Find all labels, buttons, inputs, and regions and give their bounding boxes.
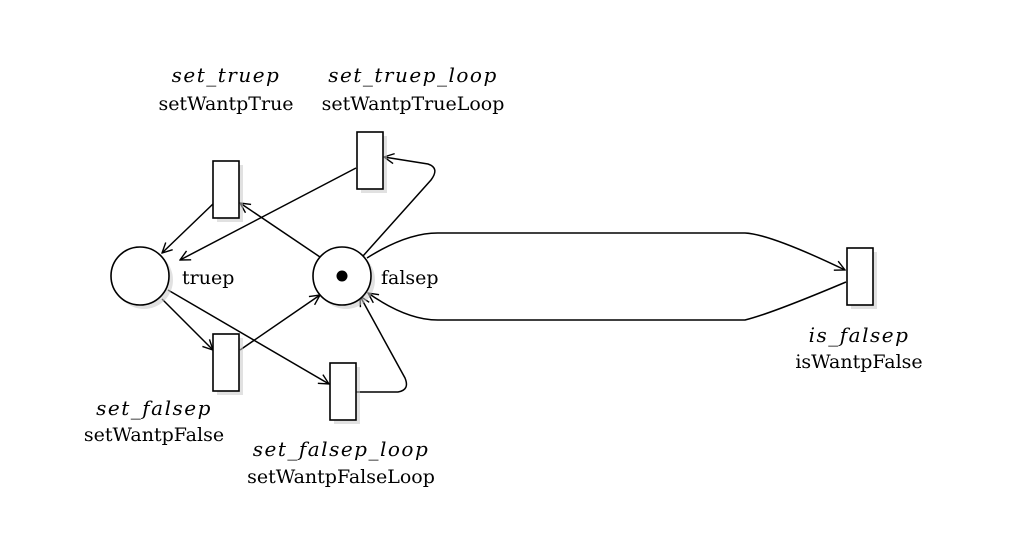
set-falsep-name: set_falsep bbox=[96, 396, 212, 420]
set-truep-loop-action: setWantpTrueLoop bbox=[322, 93, 505, 115]
arc-set-truep-loop-to-truep bbox=[180, 167, 357, 260]
is-falsep-action: isWantpFalse bbox=[795, 351, 922, 373]
transition-set-falsep-loop bbox=[329, 362, 360, 424]
place-falsep bbox=[312, 246, 375, 309]
arc-set-truep-to-truep bbox=[162, 202, 215, 253]
token-dot bbox=[336, 270, 348, 282]
place-falsep-label: falsep bbox=[381, 267, 439, 289]
set-falsep-loop-action: setWantpFalseLoop bbox=[247, 466, 435, 488]
transition-set-falsep-loop-box bbox=[329, 362, 357, 421]
transition-is-falsep bbox=[846, 247, 877, 309]
set-truep-name: set_truep bbox=[172, 63, 281, 87]
arc-set-falsep-loop-to-falsep bbox=[356, 296, 408, 393]
arc-truep-to-set-falsep-loop bbox=[167, 289, 329, 384]
transition-set-falsep-box bbox=[212, 333, 240, 392]
transition-set-truep-loop-box bbox=[356, 131, 384, 190]
transition-is-falsep-box bbox=[846, 247, 874, 306]
arc-truep-to-set-falsep bbox=[161, 298, 213, 350]
transition-set-truep-loop bbox=[356, 131, 387, 193]
transition-set-falsep bbox=[212, 333, 243, 395]
place-truep-label: truep bbox=[182, 267, 234, 289]
arc-set-falsep-to-falsep bbox=[239, 295, 320, 351]
place-truep bbox=[110, 246, 173, 309]
set-falsep-loop-name: set_falsep_loop bbox=[253, 437, 430, 461]
transition-set-truep-box bbox=[212, 160, 240, 219]
set-truep-action: setWantpTrue bbox=[158, 93, 293, 115]
place-truep-circle bbox=[110, 246, 170, 306]
set-truep-loop-name: set_truep_loop bbox=[328, 63, 498, 87]
arc-falsep-to-set-truep-loop bbox=[362, 157, 436, 257]
set-falsep-action: setWantpFalse bbox=[84, 424, 224, 446]
arc-falsep-to-set-truep bbox=[240, 203, 321, 258]
is-falsep-name: is_falsep bbox=[809, 323, 910, 347]
arc-is-falsep-to-falsep bbox=[368, 281, 847, 321]
arc-falsep-to-is-falsep bbox=[366, 232, 845, 270]
arcs bbox=[161, 157, 847, 393]
transition-set-truep bbox=[212, 160, 243, 222]
